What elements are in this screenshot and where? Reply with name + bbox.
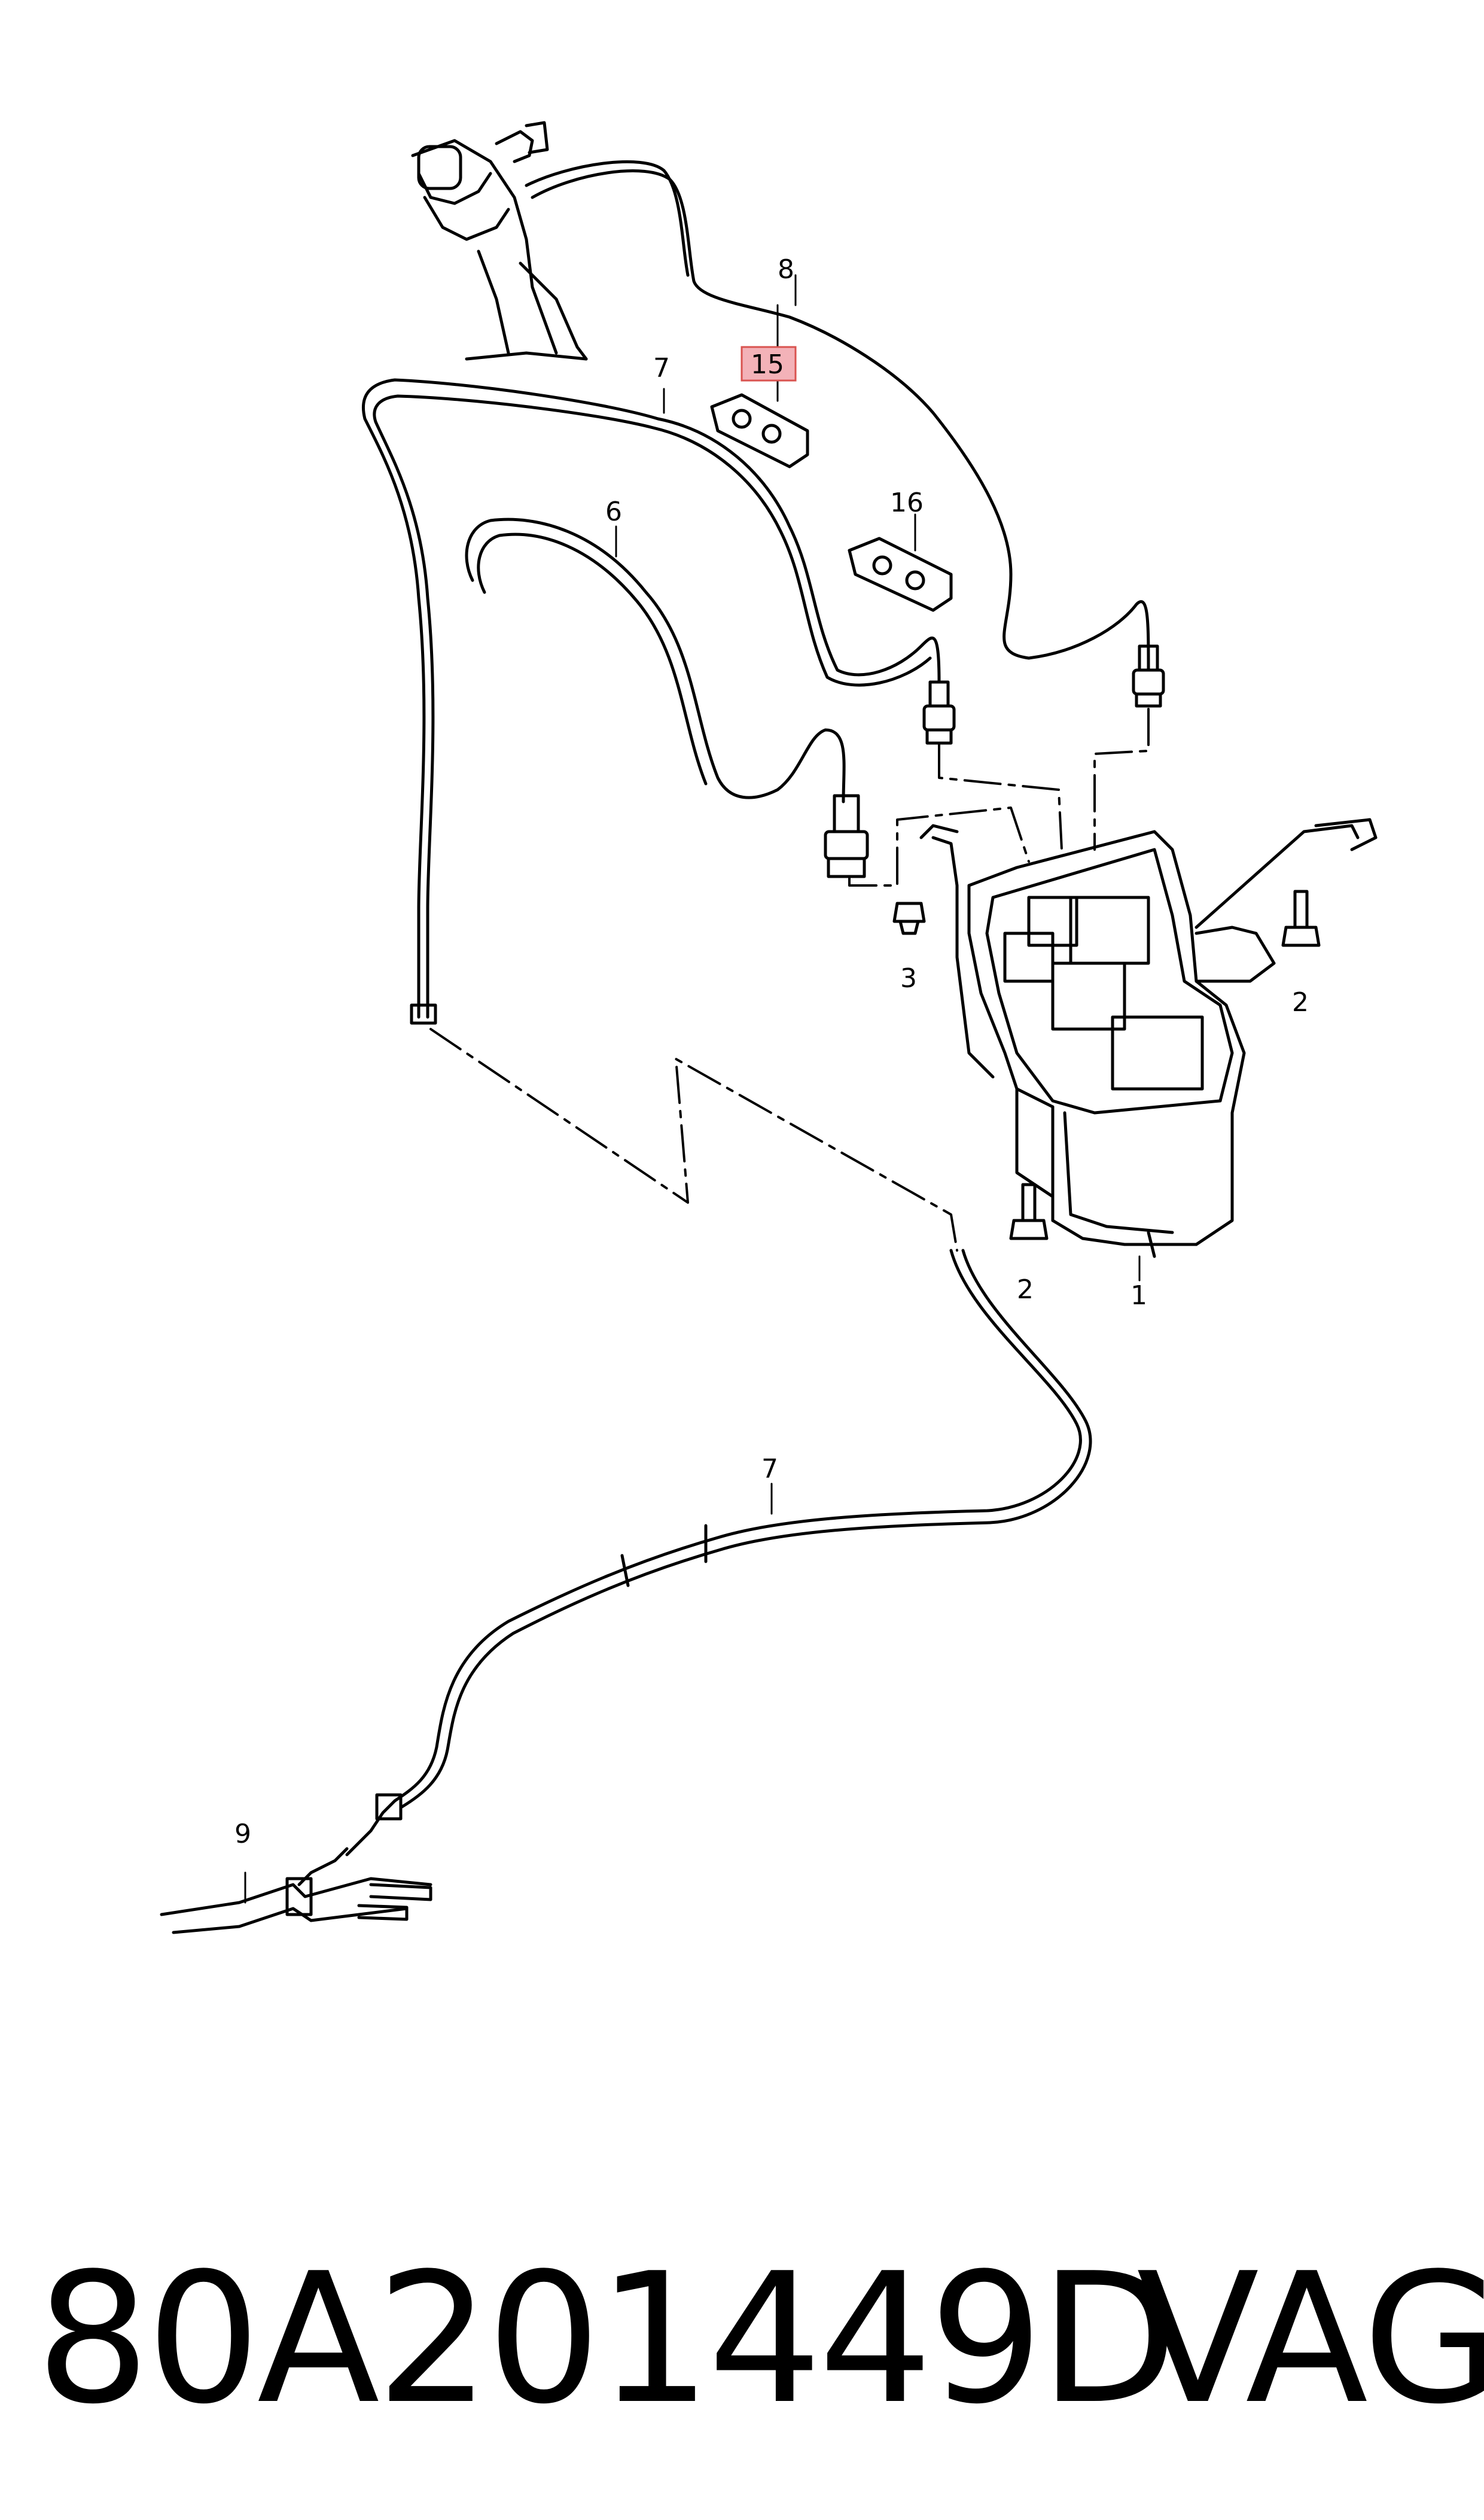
connector-8 (1132, 644, 1165, 708)
vent-line-9 (160, 1793, 432, 1934)
callout-8: 8 (778, 254, 794, 285)
callout-7-upper: 7 (653, 353, 670, 384)
brand-label: VAG (1136, 2235, 1484, 2443)
clip-15 (710, 393, 809, 468)
callout-6: 6 (605, 497, 622, 527)
callout-16: 16 (890, 488, 924, 518)
part-number: 80A201449D (36, 2235, 1178, 2443)
connector-6 (824, 794, 869, 878)
callout-2-right: 2 (1292, 987, 1309, 1018)
callout-15: 15 (751, 349, 784, 380)
vent-line-7-lower (393, 1249, 1092, 1809)
callout-15-highlight (741, 346, 797, 382)
clip-16 (848, 537, 953, 612)
filler-neck (411, 121, 588, 361)
callout-3: 3 (900, 963, 917, 994)
bolt-2-right (1281, 890, 1321, 947)
vent-line-7-upper (361, 378, 941, 1025)
connector-7 (922, 680, 956, 745)
bolt-2-left (1009, 1183, 1049, 1240)
callout-1: 1 (1130, 1280, 1147, 1311)
nut-3 (892, 902, 926, 935)
charcoal-canister (919, 818, 1378, 1258)
callout-9: 9 (234, 1819, 251, 1849)
guide-lines (429, 708, 1150, 1252)
callout-2-left: 2 (1017, 1274, 1034, 1305)
vent-line-8 (525, 160, 1150, 672)
callout-7-lower: 7 (761, 1454, 778, 1484)
vent-line-6 (465, 518, 846, 804)
leader-lines (244, 274, 1141, 1904)
